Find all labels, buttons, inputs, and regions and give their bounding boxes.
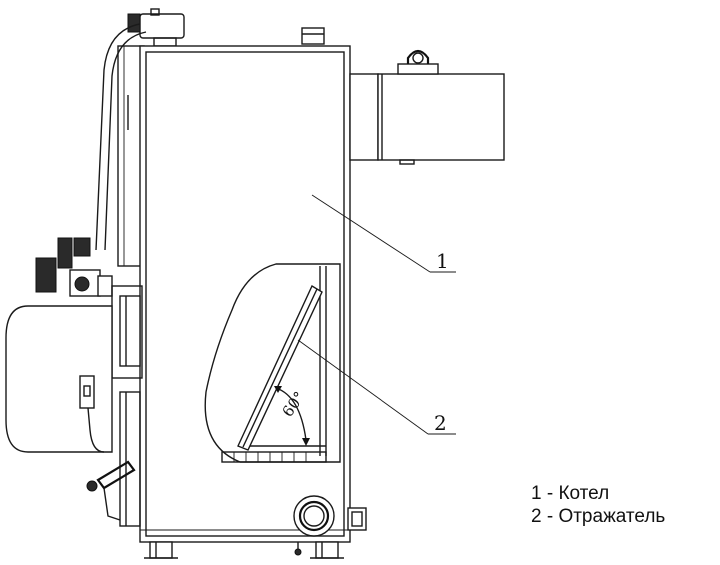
flue-box <box>349 49 505 165</box>
legend-item-1: 1 - Котел <box>531 483 610 504</box>
boiler-legs <box>144 541 344 559</box>
angle-indicator <box>274 386 310 446</box>
legend: 1 - Котел 2 - Отражатель <box>531 482 665 528</box>
callout-1-number: 1 <box>436 249 449 273</box>
callout-2: 2 <box>297 339 456 435</box>
callout-2-number: 2 <box>434 411 447 435</box>
grate-bars <box>233 452 307 462</box>
cutaway-section: 60° <box>204 263 341 463</box>
left-feed-pipe <box>95 23 147 251</box>
top-outlet-nozzle <box>301 27 325 45</box>
top-valve-block <box>127 8 185 47</box>
burner-assembly <box>5 237 143 527</box>
callout-1: 1 <box>311 194 456 273</box>
legend-item-2: 2 - Отражатель <box>531 506 666 527</box>
reflector-plate <box>237 284 323 451</box>
bottom-port <box>293 495 367 556</box>
